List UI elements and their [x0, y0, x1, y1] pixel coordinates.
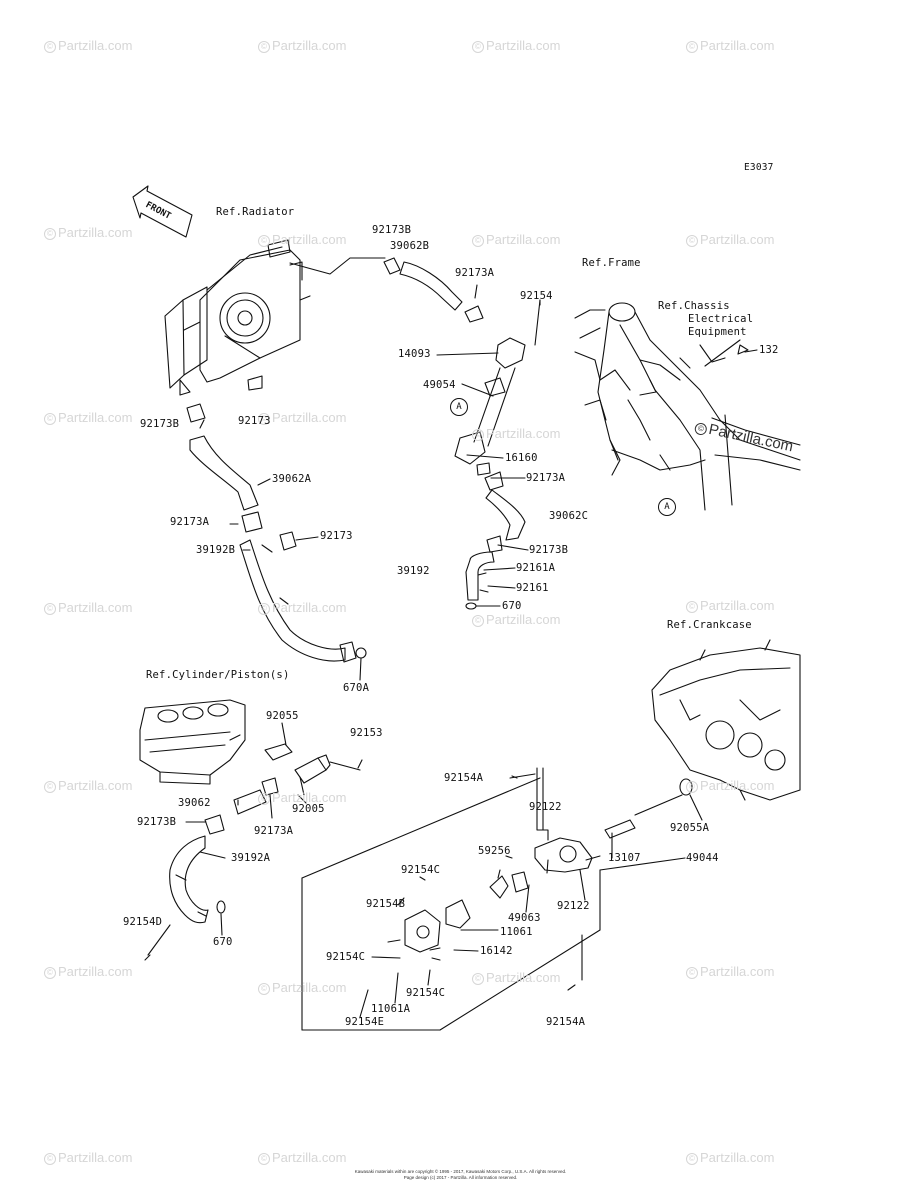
watermark: ©Partzilla.com [44, 1150, 132, 1165]
watermark: ©Partzilla.com [258, 232, 346, 247]
watermark: ©Partzilla.com [44, 38, 132, 53]
ref-chassis-label: Electrical [688, 313, 754, 325]
part-label: 39062B [390, 240, 430, 252]
crankcase-illustration [651, 639, 801, 801]
part-label: 16160 [505, 452, 538, 464]
part-label: 49063 [508, 912, 541, 924]
watermark: ©Partzilla.com [44, 600, 132, 615]
hose-39062a [186, 403, 367, 663]
part-label: 92173A [455, 267, 495, 279]
part-label: 14093 [398, 348, 431, 360]
part-label: 16142 [480, 945, 513, 957]
frame-illustration [574, 302, 801, 511]
watermark: ©Partzilla.com [686, 598, 774, 613]
radiator-illustration [164, 239, 311, 396]
part-label: 92154A [546, 1016, 586, 1028]
watermark: ©Partzilla.com [258, 38, 346, 53]
part-label: 39192B [196, 544, 236, 556]
part-label: 92153 [350, 727, 383, 739]
part-label: 92161 [516, 582, 549, 594]
cylinder-illustration [139, 699, 293, 785]
watermark: ©Partzilla.com [472, 970, 560, 985]
watermark: ©Partzilla.com [686, 1150, 774, 1165]
ref-frame-label: Ref.Frame [582, 257, 641, 269]
thermostat-housing [454, 299, 541, 476]
watermark: ©Partzilla.com [472, 612, 560, 627]
part-label: 92154E [345, 1016, 385, 1028]
hose-39192a [169, 835, 226, 924]
copyright-footer: Kawasaki materials within are copyright … [353, 1169, 568, 1181]
part-label: 92122 [557, 900, 590, 912]
part-label: 92173A [170, 516, 210, 528]
part-label: 670 [502, 600, 522, 612]
part-label: 92005 [292, 803, 325, 815]
part-label: 39192A [231, 852, 271, 864]
part-label: 92154C [406, 987, 446, 999]
part-label: 49054 [423, 379, 456, 391]
watermark: ©Partzilla.com [686, 38, 774, 53]
watermark: ©Partzilla.com [44, 410, 132, 425]
part-label: 670 [213, 936, 233, 948]
part-label: 49044 [686, 852, 719, 864]
ref-cylinder-label: Ref.Cylinder/Piston(s) [146, 669, 290, 681]
watermark: ©Partzilla.com [44, 778, 132, 793]
diagram-code: E3037 [744, 162, 774, 173]
part-label: 92154C [401, 864, 441, 876]
part-label: 92161A [516, 562, 556, 574]
part-label: 39062A [272, 473, 312, 485]
watermark: ©Partzilla.com [472, 232, 560, 247]
watermark: ©Partzilla.com [686, 232, 774, 247]
part-label: 39192 [397, 565, 430, 577]
part-label: 39062 [178, 797, 211, 809]
part-label: 92173B [137, 816, 177, 828]
copyright-line: Page design (c) 2017 - Partzilla. All in… [403, 1175, 518, 1180]
part-label: 92154 [520, 290, 553, 302]
watermark: ©Partzilla.com [472, 426, 560, 441]
pipe-fitting [204, 754, 361, 835]
part-label: 92055A [670, 822, 710, 834]
hose-39062c [465, 471, 526, 610]
watermark: ©Partzilla.com [44, 964, 132, 979]
part-label: 92173A [526, 472, 566, 484]
part-label: 92122 [529, 801, 562, 813]
watermark: ©Partzilla.com [258, 1150, 346, 1165]
front-arrow-icon [132, 185, 193, 238]
ref-crankcase-label: Ref.Crankcase [667, 619, 752, 631]
watermark: ©Partzilla.com [44, 225, 132, 240]
callout-a: A [658, 498, 676, 516]
part-label: 92173 [238, 415, 271, 427]
part-label: 39062C [549, 510, 589, 522]
ref-chassis-label: Equipment [688, 326, 747, 338]
watermark: ©Partzilla.com [472, 38, 560, 53]
part-label: 92173B [529, 544, 569, 556]
part-label: 92154A [444, 772, 484, 784]
part-label: 92173B [372, 224, 412, 236]
part-label: 92173B [140, 418, 180, 430]
part-label: 92154C [326, 951, 366, 963]
part-label: 92154B [366, 898, 406, 910]
part-label: 670A [343, 682, 370, 694]
part-label: 59256 [478, 845, 511, 857]
part-label: 92154D [123, 916, 163, 928]
watermark: ©Partzilla.com [686, 778, 774, 793]
callout-a: A [450, 398, 468, 416]
copyright-line: Kawasaki materials within are copyright … [354, 1169, 567, 1174]
ref-radiator-label: Ref.Radiator [216, 206, 295, 218]
water-pump-illustration [404, 819, 636, 953]
watermark: ©Partzilla.com [258, 600, 346, 615]
hose-39062b [383, 257, 463, 311]
part-label: 11061 [500, 926, 533, 938]
part-label: 132 [759, 344, 779, 356]
part-label: 92173 [320, 530, 353, 542]
watermark: ©Partzilla.com [258, 980, 346, 995]
ref-chassis-label: Ref.Chassis [658, 300, 730, 312]
watermark: ©Partzilla.com [258, 410, 346, 425]
part-label: 11061A [371, 1003, 411, 1015]
part-label: 92055 [266, 710, 299, 722]
watermark: ©Partzilla.com [686, 964, 774, 979]
part-label: 92173A [254, 825, 294, 837]
part-label: 13107 [608, 852, 641, 864]
watermark: ©Partzilla.com [258, 790, 346, 805]
